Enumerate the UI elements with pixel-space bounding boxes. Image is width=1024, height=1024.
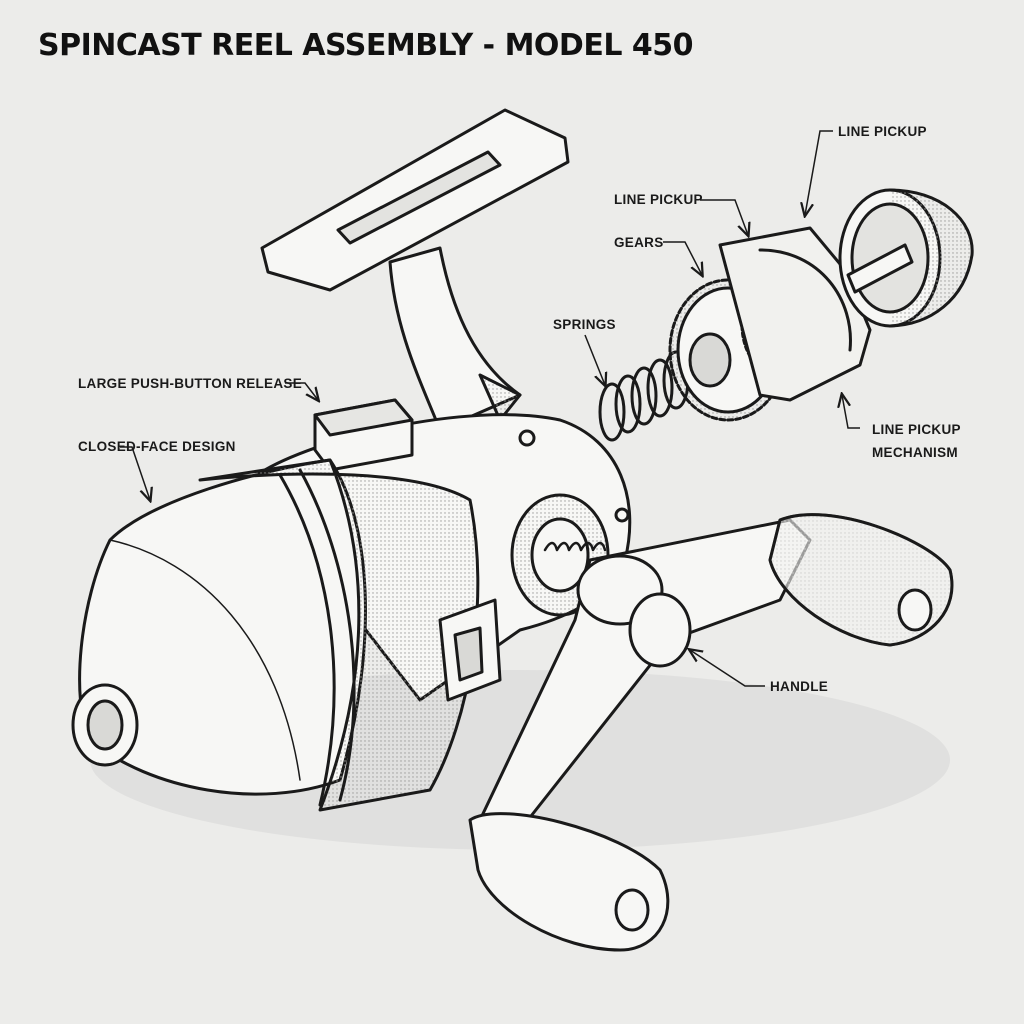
leader-line-pickup-top [805,130,833,215]
leader-line-gears [663,241,702,275]
label-push-button: LARGE PUSH-BUTTON RELEASE [78,376,302,391]
label-springs: SPRINGS [553,317,616,332]
closed-face-cover [71,458,502,812]
label-handle: HANDLE [770,679,828,694]
exploded-pickup-housing [718,226,872,402]
label-gears: GEARS [614,235,664,250]
exploded-spring [598,350,690,442]
leader-line-mechanism [842,395,860,429]
shaft-spring [543,541,607,552]
reel-foot [260,108,570,432]
leader-lines [120,130,860,687]
label-line-pickup-top: LINE PICKUP [838,124,927,139]
label-line-pickup-mid: LINE PICKUP [614,192,703,207]
label-closed-face: CLOSED-FACE DESIGN [78,439,236,454]
push-button [313,398,414,472]
leader-line-push-button [285,382,318,400]
leader-line-handle [690,650,765,687]
exploded-pickup-cup [838,188,974,328]
handle-assembly [468,513,954,952]
leader-line-springs [584,334,605,385]
leader-line-closed-face [120,446,150,500]
leader-line-pickup-mid [700,199,748,235]
label-mechanism-line2: MECHANISM [872,445,958,460]
label-mechanism-line1: LINE PICKUP [872,422,961,437]
diagram-title: SPINCAST REEL ASSEMBLY - MODEL 450 [38,28,694,63]
